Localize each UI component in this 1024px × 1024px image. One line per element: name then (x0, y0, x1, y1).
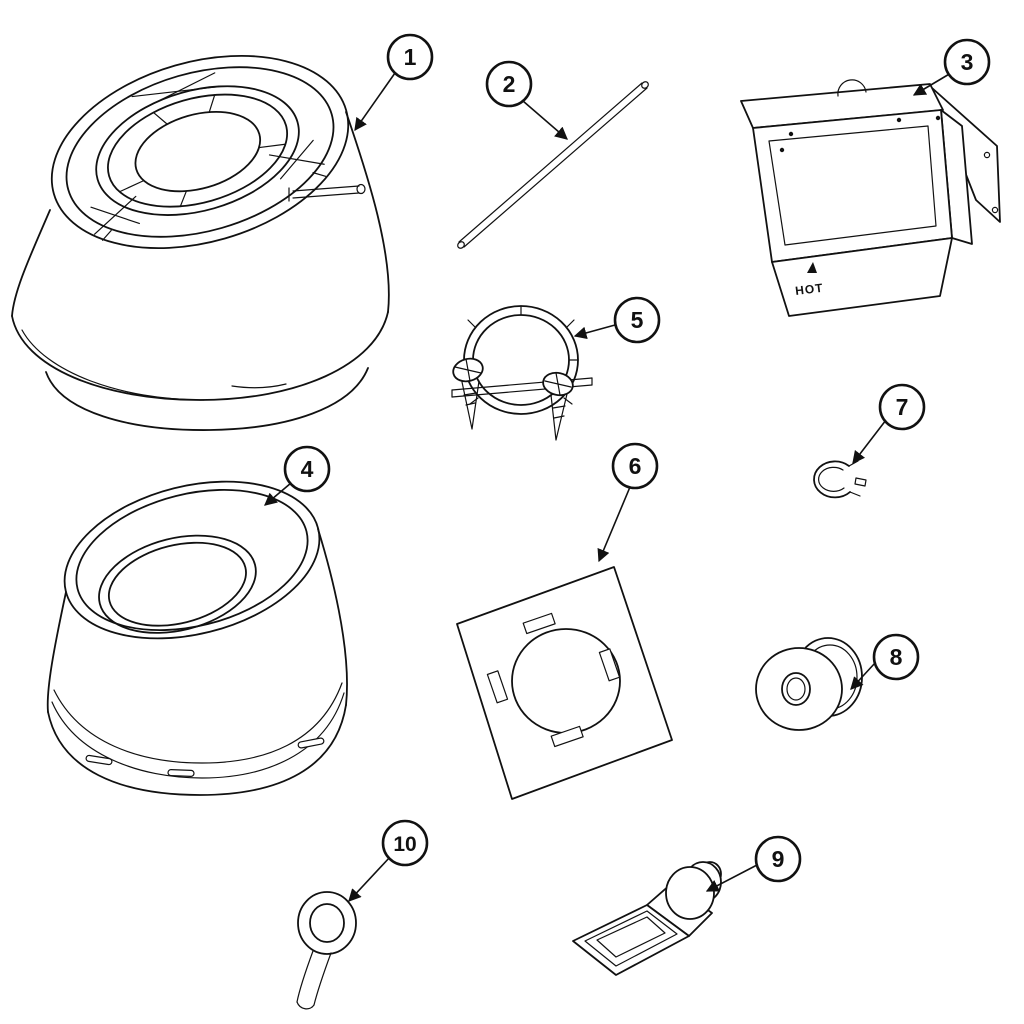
callout-4-number: 4 (301, 456, 314, 482)
callout-2-circle (485, 60, 533, 108)
callout-2-number: 2 (503, 71, 516, 97)
callout-7-circle (878, 383, 926, 431)
callout-7-number: 7 (896, 394, 909, 420)
part-6-wall-plate (456, 566, 673, 800)
callout-10-number: 10 (393, 833, 416, 856)
callout-1-number: 1 (404, 44, 417, 70)
part-3-heat-shield-box: HOT (740, 79, 1001, 317)
part-2-rod (457, 81, 649, 249)
callout-8-circle (872, 633, 920, 681)
callout-6-leader (597, 486, 631, 563)
part-1-vent-collar (11, 54, 390, 431)
callout-2-leader (522, 100, 568, 140)
callout-7: 7 (852, 383, 926, 465)
callout-6-circle (611, 442, 659, 490)
callout-8-number: 8 (890, 644, 903, 670)
callout-8: 8 (850, 633, 920, 690)
part-9-connector (572, 861, 722, 976)
callout-8-leader (850, 662, 876, 690)
part-7-retaining-clip (813, 460, 867, 499)
callout-7-leader (852, 419, 887, 465)
hot-label: HOT (794, 281, 824, 298)
callout-3: 3 (912, 38, 991, 96)
callout-9-number: 9 (772, 846, 785, 872)
part-8-grommet (755, 637, 863, 731)
part-5-screw-right (542, 371, 574, 441)
callout-5-circle (613, 296, 661, 344)
callout-9-circle (754, 835, 802, 883)
part-10-eyelet-tool (296, 891, 357, 1010)
callout-5: 5 (573, 296, 661, 344)
callout-3-circle (943, 38, 991, 86)
callout-1: 1 (354, 33, 434, 132)
callout-10-leader (348, 856, 391, 902)
part-5-screw-left (452, 357, 484, 430)
callout-4: 4 (264, 445, 331, 506)
callout-1-leader (354, 72, 396, 132)
callout-6-number: 6 (629, 453, 642, 479)
callout-6: 6 (597, 442, 659, 563)
part-5-pipe-clamp (451, 305, 593, 441)
callout-1-circle (386, 33, 434, 81)
callout-3-number: 3 (961, 49, 974, 75)
callout-3-leader (912, 72, 952, 96)
callout-9-leader (705, 864, 758, 892)
callout-10: 10 (348, 819, 429, 902)
callout-10-circle (381, 819, 429, 867)
hot-arrow-icon (807, 262, 817, 273)
callout-2: 2 (485, 60, 568, 140)
part-4-pipe-section (46, 480, 348, 796)
callout-5-number: 5 (631, 307, 644, 333)
callout-4-leader (264, 482, 292, 506)
callout-5-leader (573, 324, 616, 340)
callout-9: 9 (705, 835, 802, 892)
callout-4-circle (283, 445, 331, 493)
